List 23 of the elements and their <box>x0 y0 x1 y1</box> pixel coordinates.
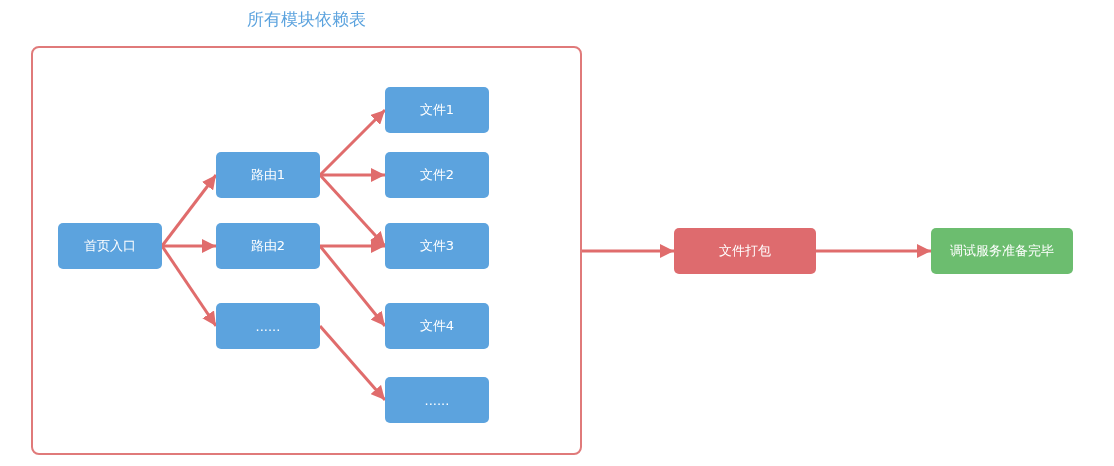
arrow <box>318 174 387 247</box>
arrow <box>582 244 674 258</box>
process-box: 路由2 <box>216 223 320 269</box>
arrow <box>318 108 387 177</box>
arrow <box>320 168 385 182</box>
arrow <box>160 174 218 247</box>
arrow <box>318 245 387 327</box>
process-box: 文件1 <box>385 87 489 133</box>
process-box: ...... <box>385 377 489 423</box>
arrow <box>320 239 385 253</box>
arrow <box>162 239 216 253</box>
process-box: 文件2 <box>385 152 489 198</box>
arrow <box>816 244 931 258</box>
process-box: 首页入口 <box>58 223 162 269</box>
process-box: 文件3 <box>385 223 489 269</box>
process-box: ...... <box>216 303 320 349</box>
process-box: 路由1 <box>216 152 320 198</box>
process-box: 文件4 <box>385 303 489 349</box>
process-box: 调试服务准备完毕 <box>931 228 1073 274</box>
process-box: 文件打包 <box>674 228 816 274</box>
arrow <box>318 325 387 401</box>
arrow <box>160 245 218 327</box>
group-title: 所有模块依赖表 <box>246 8 367 31</box>
